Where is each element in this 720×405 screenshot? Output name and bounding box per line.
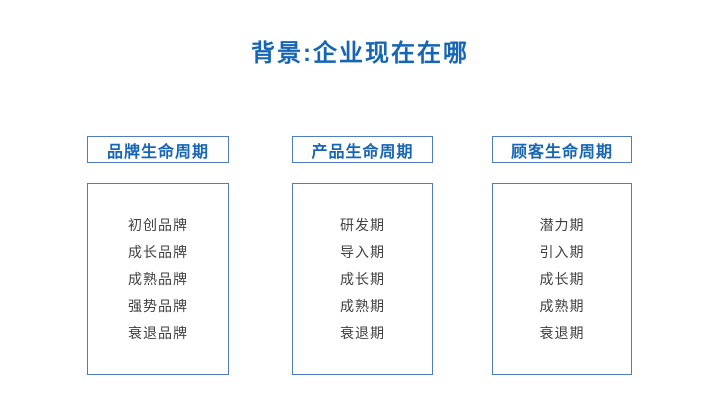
list-item: 初创品牌 — [128, 216, 188, 233]
content-box-customer-lifecycle: 潜力期 引入期 成长期 成熟期 衰退期 — [492, 183, 632, 375]
list-item: 衰退期 — [539, 324, 585, 341]
content-box-product-lifecycle: 研发期 导入期 成长期 成熟期 衰退期 — [292, 183, 433, 375]
list-item: 强势品牌 — [128, 297, 188, 314]
list-item: 衰退品牌 — [128, 324, 188, 341]
list-item: 成熟品牌 — [128, 270, 188, 287]
list-item: 研发期 — [340, 216, 385, 233]
list-item: 成长期 — [340, 270, 385, 287]
column-brand-lifecycle: 品牌生命周期 初创品牌 成长品牌 成熟品牌 强势品牌 衰退品牌 — [87, 136, 229, 375]
list-item: 成熟期 — [340, 297, 385, 314]
column-product-lifecycle: 产品生命周期 研发期 导入期 成长期 成熟期 衰退期 — [292, 136, 433, 375]
list-item: 导入期 — [340, 243, 385, 260]
list-item: 潜力期 — [539, 216, 585, 233]
header-box-brand-lifecycle: 品牌生命周期 — [87, 136, 229, 163]
header-box-customer-lifecycle: 顾客生命周期 — [492, 136, 632, 163]
list-item: 成熟期 — [539, 297, 585, 314]
content-box-brand-lifecycle: 初创品牌 成长品牌 成熟品牌 强势品牌 衰退品牌 — [87, 183, 229, 375]
list-item: 引入期 — [539, 243, 585, 260]
page-title: 背景:企业现在在哪 — [251, 40, 469, 67]
column-customer-lifecycle: 顾客生命周期 潜力期 引入期 成长期 成熟期 衰退期 — [492, 136, 632, 375]
header-box-product-lifecycle: 产品生命周期 — [292, 136, 433, 163]
list-item: 成长品牌 — [128, 243, 188, 260]
list-item: 衰退期 — [340, 324, 385, 341]
list-item: 成长期 — [539, 270, 585, 287]
